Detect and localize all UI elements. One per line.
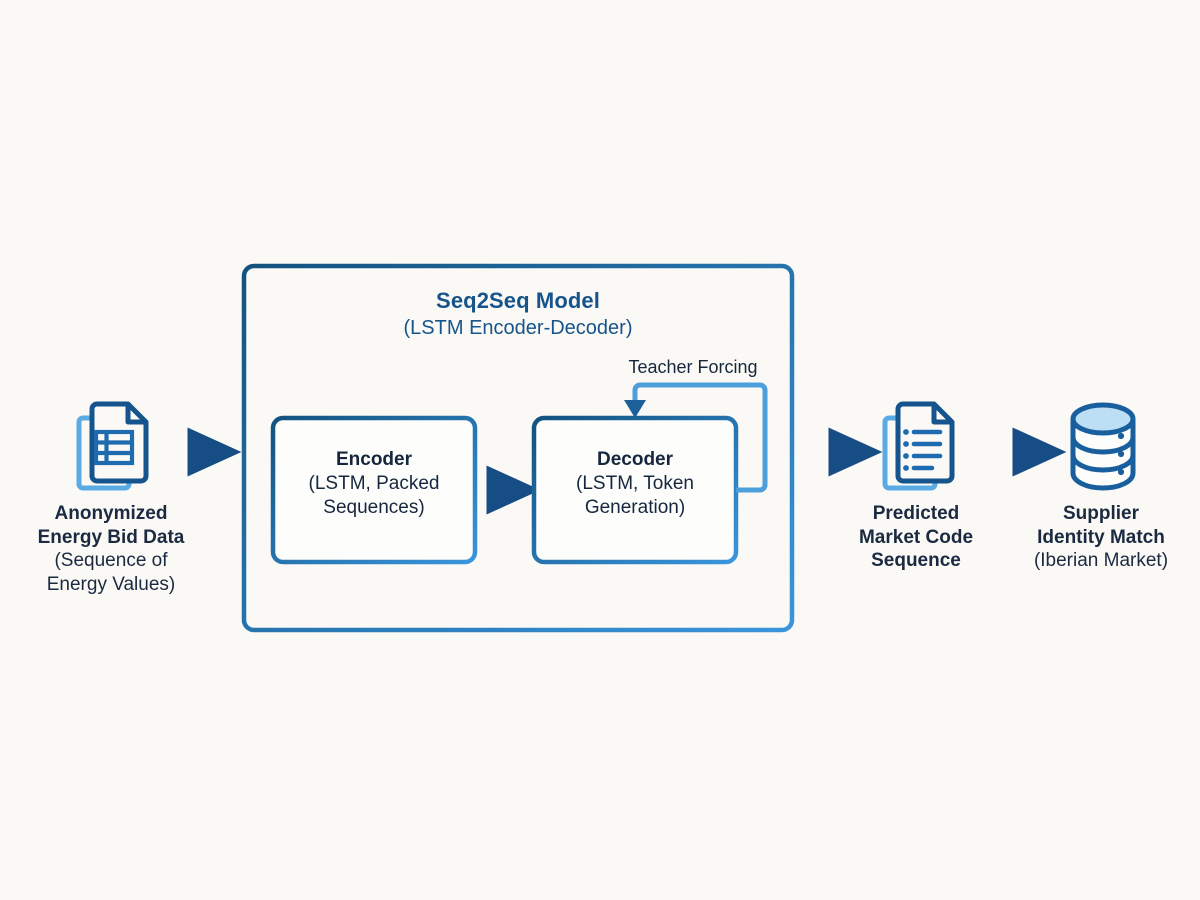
- predicted-label-line-2: Market Code: [858, 526, 974, 548]
- supplier-label-line-1: Supplier: [1062, 503, 1139, 524]
- predicted-label-line-3: Sequence: [871, 550, 961, 572]
- input-label-line-4: Energy Values): [46, 573, 176, 595]
- edge-decoder-feedback-loop: [624, 382, 768, 493]
- database-icon: [1070, 402, 1136, 491]
- seq2seq-model-box: [241, 263, 795, 633]
- encoder-title: Encoder: [335, 449, 413, 470]
- document-list-icon: [882, 401, 955, 491]
- model-title-block: Seq2Seq Model (LSTM Encoder-Decoder): [244, 288, 792, 340]
- encoder-subtitle-2: Sequences): [323, 496, 425, 518]
- supplier-label-line-3: (Iberian Market): [1033, 550, 1169, 572]
- decoder-subtitle-1: (LSTM, Token: [576, 472, 694, 494]
- teacher-forcing-label: Teacher Forcing: [628, 357, 758, 377]
- encoder-label-block: Encoder (LSTM, Packed Sequences): [273, 448, 475, 520]
- input-label-line-2: Energy Bid Data: [37, 526, 185, 548]
- decoder-subtitle-2: Generation): [584, 496, 686, 518]
- input-label-line-1: Anonymized: [54, 503, 168, 524]
- input-label-line-3: (Sequence of: [54, 550, 168, 572]
- input-label-block: Anonymized Energy Bid Data (Sequence of …: [5, 502, 217, 596]
- model-subtitle: (LSTM Encoder-Decoder): [403, 317, 633, 339]
- decoder-label-block: Decoder (LSTM, Token Generation): [534, 448, 736, 520]
- document-table-icon: [76, 401, 149, 491]
- predicted-label-block: Predicted Market Code Sequence: [818, 502, 1014, 573]
- predicted-label-line-1: Predicted: [872, 503, 960, 524]
- encoder-subtitle-1: (LSTM, Packed: [308, 472, 440, 494]
- encoder-box: [270, 415, 478, 565]
- decoder-title: Decoder: [596, 449, 674, 470]
- model-title: Seq2Seq Model: [436, 288, 600, 313]
- supplier-label-line-2: Identity Match: [1037, 526, 1165, 548]
- supplier-label-block: Supplier Identity Match (Iberian Market): [1003, 502, 1199, 573]
